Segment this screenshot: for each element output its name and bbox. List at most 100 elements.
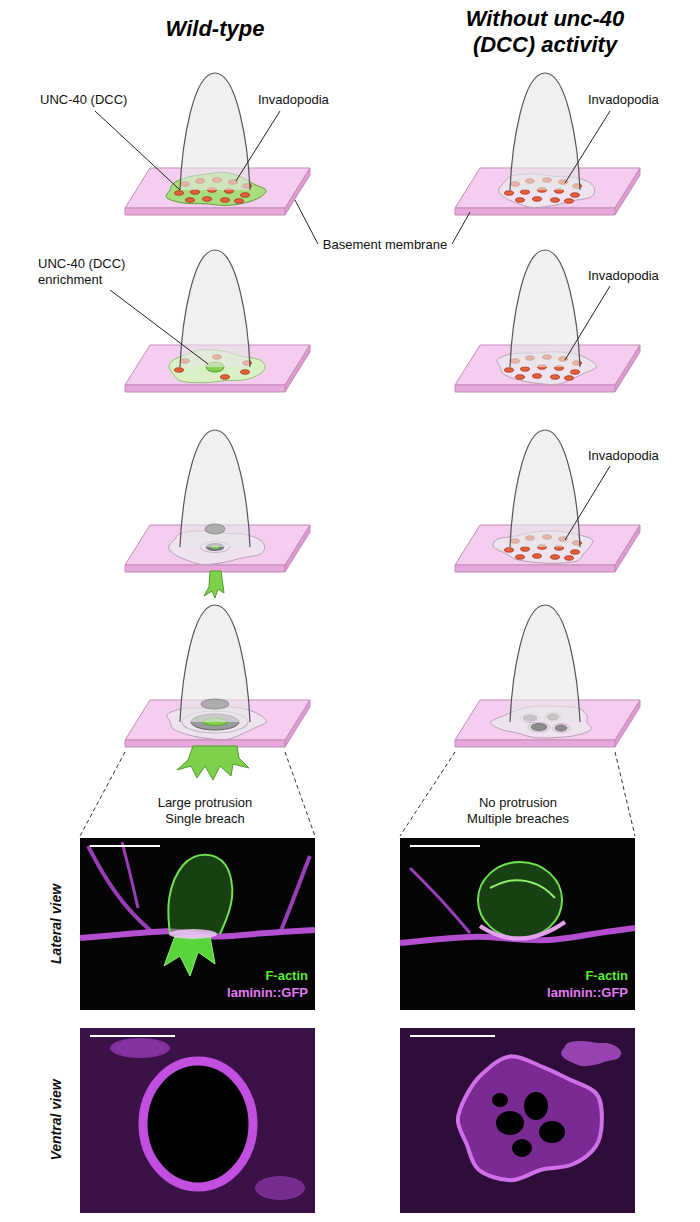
invadopodium bbox=[565, 556, 574, 560]
membrane-side bbox=[285, 345, 310, 392]
leader-line bbox=[565, 466, 610, 540]
invadopodium bbox=[241, 370, 250, 374]
panel-caption: Large protrusion Single breach bbox=[146, 795, 264, 827]
invadopodium bbox=[571, 370, 580, 374]
laminin-signal bbox=[169, 929, 217, 939]
cell-body bbox=[180, 250, 250, 367]
cell-body bbox=[180, 73, 250, 190]
breach-ring bbox=[552, 724, 570, 733]
membrane-side bbox=[615, 345, 640, 392]
anchor-cell-stage bbox=[455, 605, 640, 747]
laminin-signal bbox=[561, 1041, 621, 1066]
basement-membrane-breach bbox=[539, 1121, 565, 1143]
ventral-micrograph bbox=[80, 1028, 315, 1213]
membrane-front bbox=[125, 208, 285, 215]
laminin-signal bbox=[458, 1056, 602, 1180]
membrane-side bbox=[615, 700, 640, 747]
actin-protrusion bbox=[164, 936, 215, 976]
invadopodium bbox=[521, 547, 530, 551]
annotation-label: UNC-40 (DCC) bbox=[40, 92, 127, 108]
micrograph-ground bbox=[80, 838, 315, 1010]
invadopodium bbox=[571, 193, 580, 197]
leader-line bbox=[565, 286, 610, 360]
invadopodium bbox=[235, 199, 244, 203]
cell-body bbox=[510, 250, 580, 367]
laminin-signal bbox=[255, 1176, 305, 1200]
membrane-front bbox=[125, 385, 285, 392]
invadopodium bbox=[533, 197, 542, 201]
invadopodium bbox=[175, 368, 184, 372]
invadopodium bbox=[505, 191, 514, 195]
laminin-signal bbox=[280, 856, 310, 933]
membrane-front bbox=[125, 565, 285, 572]
zoom-line bbox=[80, 752, 125, 836]
invadopodium bbox=[533, 374, 542, 378]
invadopodium bbox=[221, 375, 230, 379]
invadopodium bbox=[203, 197, 212, 201]
membrane-front bbox=[455, 385, 615, 392]
channel-label: laminin::GFP bbox=[547, 985, 628, 1001]
membrane-side bbox=[615, 168, 640, 215]
zoom-line bbox=[285, 752, 315, 836]
cell-body bbox=[180, 605, 250, 722]
basement-membrane-breach bbox=[512, 1139, 532, 1157]
invadopodium bbox=[551, 555, 560, 559]
column-heading: Wild-type bbox=[166, 16, 265, 42]
invasive-protrusion bbox=[177, 746, 249, 780]
breach bbox=[555, 725, 567, 731]
lateral-micrograph bbox=[400, 838, 635, 1010]
annotation-label: Invadopodia bbox=[588, 448, 659, 464]
micrograph-ground bbox=[80, 1028, 315, 1213]
membrane-front bbox=[455, 740, 615, 747]
laminin-signal bbox=[88, 846, 152, 932]
membrane-front bbox=[455, 208, 615, 215]
ventral-micrograph bbox=[400, 1028, 635, 1213]
cell-body bbox=[510, 430, 580, 547]
membrane-side bbox=[285, 700, 310, 747]
invadopodium bbox=[565, 376, 574, 380]
leader-line bbox=[295, 200, 318, 244]
breach bbox=[531, 724, 547, 731]
membrane-side bbox=[615, 525, 640, 572]
annotation-label: Basement membrane bbox=[323, 237, 447, 253]
annotation-label: UNC-40 (DCC) enrichment bbox=[38, 256, 133, 288]
invadopodium bbox=[551, 198, 560, 202]
actin-fibres bbox=[490, 880, 555, 898]
invadopodium bbox=[505, 548, 514, 552]
channel-label: F-actin bbox=[585, 968, 628, 984]
micrograph-ground bbox=[400, 1028, 635, 1213]
view-label: Ventral view bbox=[48, 1079, 64, 1160]
membrane-side bbox=[285, 525, 310, 572]
cell-body bbox=[510, 605, 580, 722]
laminin-signal bbox=[80, 1028, 315, 1213]
laminin-signal bbox=[80, 930, 315, 938]
invadopodium bbox=[533, 554, 542, 558]
annotation-label: Invadopodia bbox=[258, 92, 329, 108]
invadopodium bbox=[516, 198, 525, 202]
invadopodium bbox=[221, 198, 230, 202]
scale-bar bbox=[90, 845, 160, 847]
channel-label: F-actin bbox=[265, 968, 308, 984]
scale-bar bbox=[410, 845, 480, 847]
annotation-label: Invadopodia bbox=[588, 268, 659, 284]
zoom-line bbox=[400, 752, 455, 836]
cell-stalk bbox=[201, 699, 229, 709]
membrane-side bbox=[285, 168, 310, 215]
laminin-signal bbox=[410, 868, 470, 933]
invadopodium bbox=[571, 550, 580, 554]
membrane-front bbox=[455, 565, 615, 572]
breach-ring bbox=[528, 722, 550, 732]
zoom-line bbox=[615, 752, 635, 836]
anchor-cell-stage bbox=[125, 430, 310, 598]
leader-line bbox=[110, 290, 208, 364]
invadopodium bbox=[191, 190, 200, 194]
invadopodium bbox=[241, 193, 250, 197]
invadopodium bbox=[521, 190, 530, 194]
lateral-micrograph bbox=[80, 838, 315, 1010]
invadopodium bbox=[516, 555, 525, 559]
actin-cell bbox=[478, 862, 562, 938]
cell-stalk bbox=[205, 524, 225, 534]
invasive-protrusion bbox=[204, 571, 224, 598]
invadopodium bbox=[516, 375, 525, 379]
